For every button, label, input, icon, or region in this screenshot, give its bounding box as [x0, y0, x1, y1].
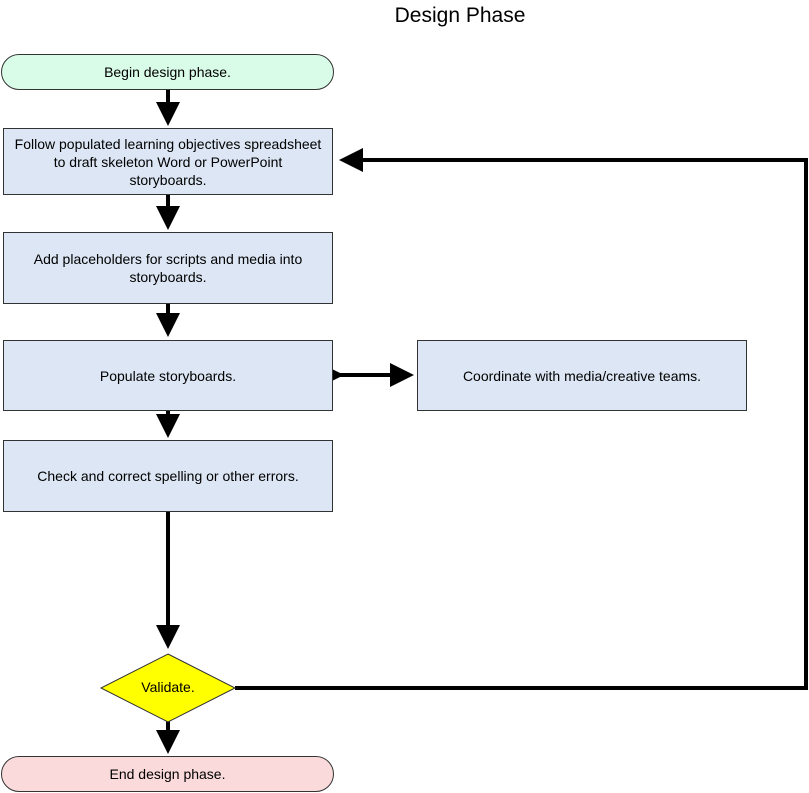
diagram-title: Design Phase [394, 4, 526, 27]
process-follow-objectives: Follow populated learning objectives spr… [3, 128, 333, 195]
decision-label: Validate. [141, 679, 195, 695]
process-check-errors: Check and correct spelling or other erro… [3, 440, 333, 512]
arrow-validate-loop-back [235, 148, 808, 690]
start-node: Begin design phase. [1, 54, 334, 90]
end-node: End design phase. [1, 756, 334, 792]
process-add-placeholders: Add placeholders for scripts and media i… [3, 232, 333, 304]
decision-diamond [99, 653, 237, 723]
process-populate-storyboards: Populate storyboards. [3, 340, 333, 411]
process-coordinate-teams: Coordinate with media/creative teams. [417, 340, 747, 411]
